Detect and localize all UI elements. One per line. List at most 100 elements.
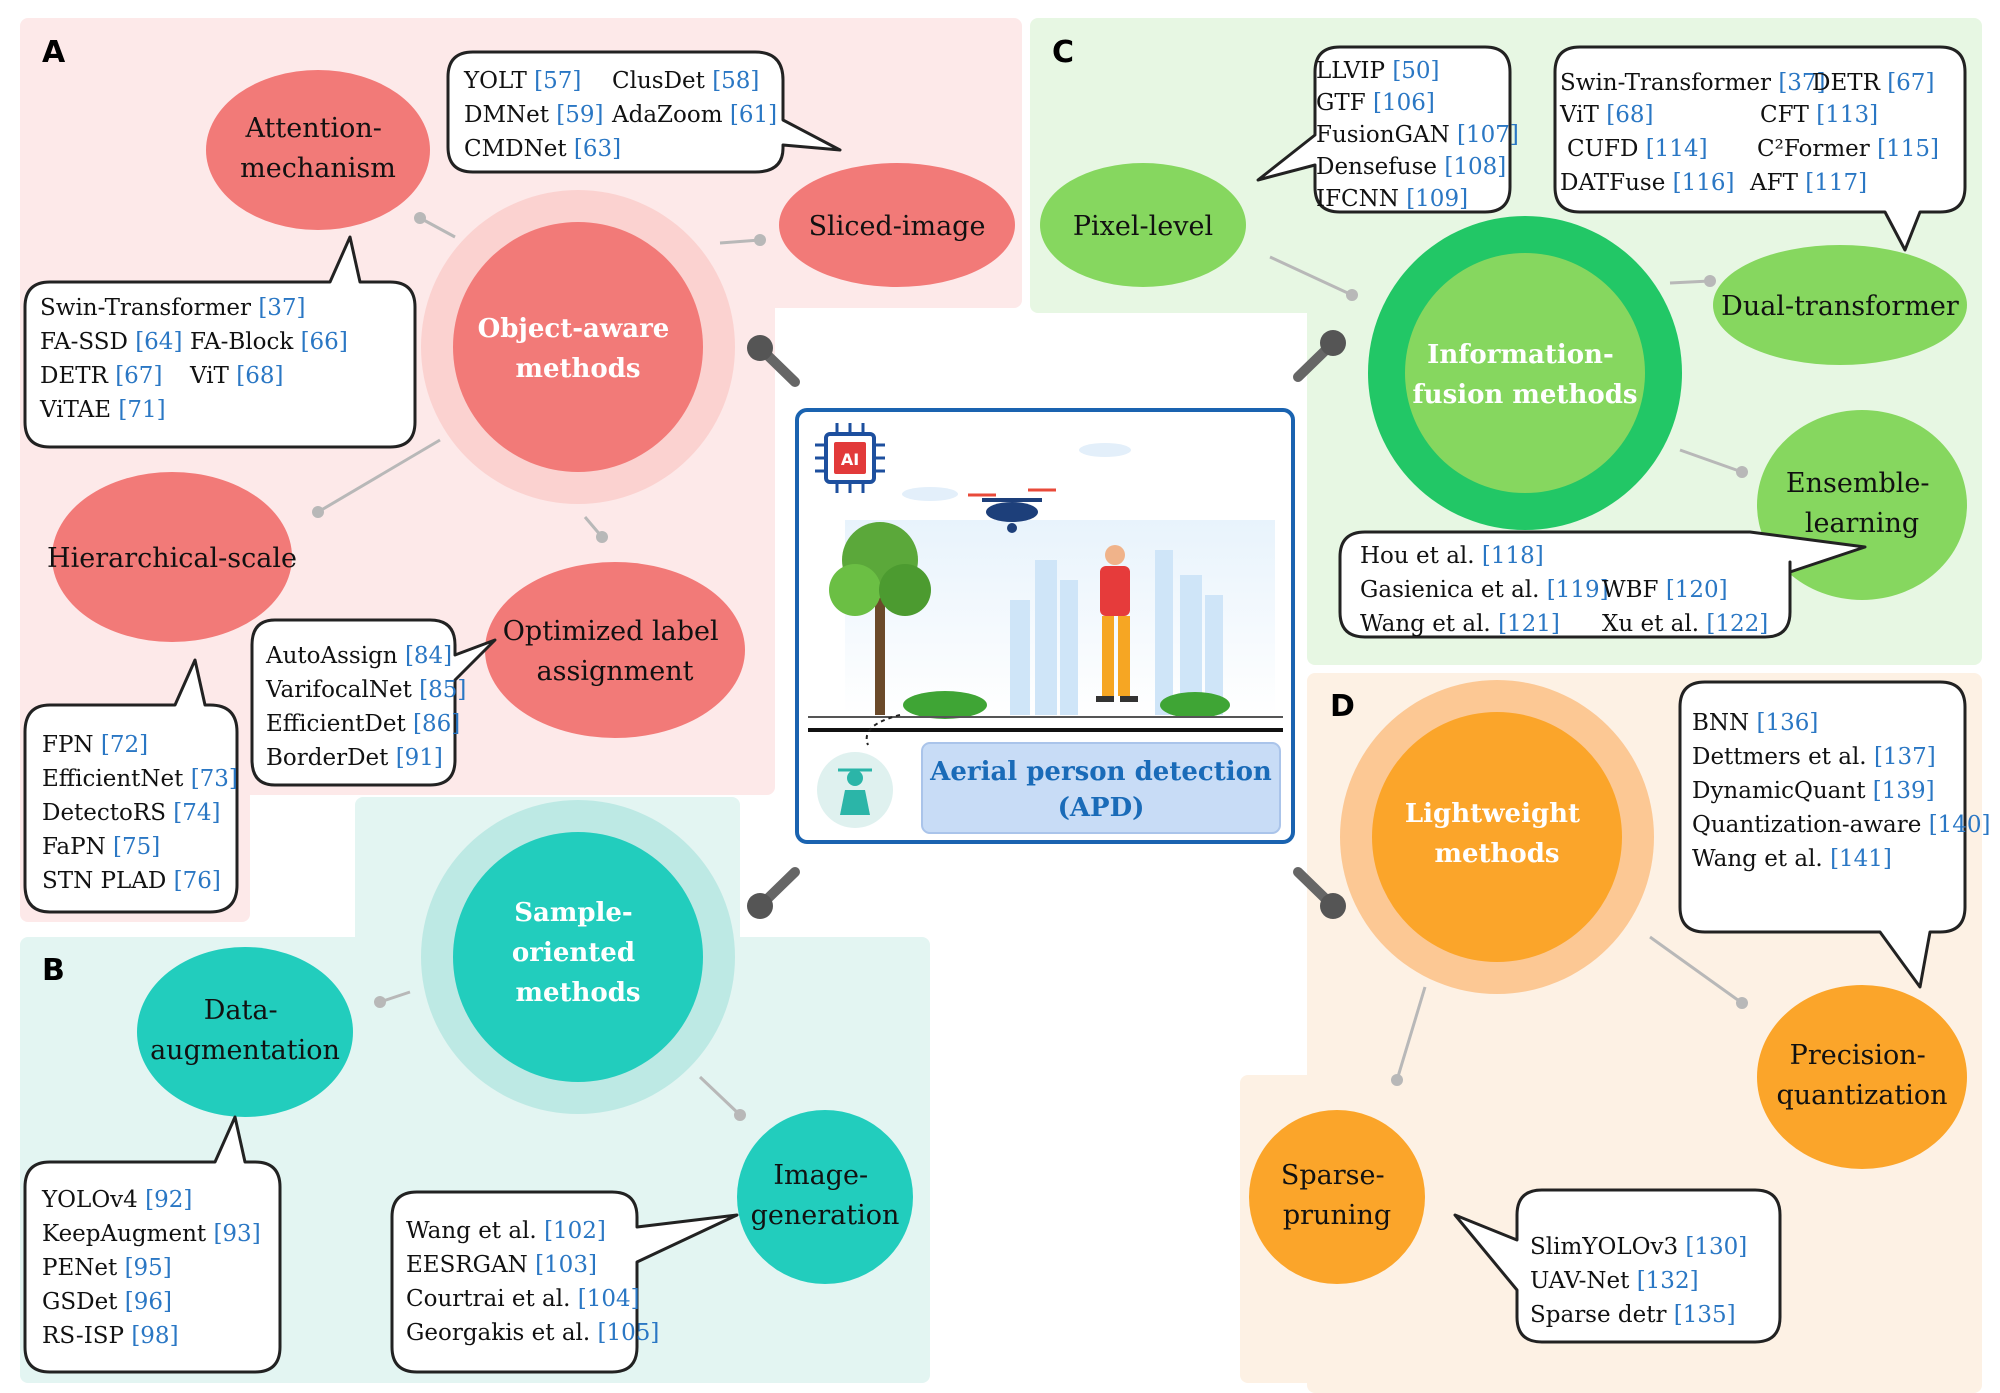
center-apd-card: AI xyxy=(795,408,1295,844)
subtopic-optimized-label-assignment: Optimized label assignment xyxy=(485,562,745,738)
ref-name: VarifocalNet xyxy=(265,677,419,703)
ref-entry-dual: C²Former [115] xyxy=(1757,136,1939,162)
ref-entry-sliced: CMDNet [63] xyxy=(464,136,621,162)
ref-name: BNN xyxy=(1692,710,1756,736)
subtopic-image-generation: Image- generation xyxy=(737,1110,913,1284)
ref-name: SlimYOLOv3 xyxy=(1530,1234,1685,1260)
precision-line1: Precision- xyxy=(1790,1040,1926,1071)
ref-name: EfficientNet xyxy=(42,766,191,792)
ref-entry-pixel: GTF [106] xyxy=(1316,90,1435,116)
ref-name: Gasienica et al. xyxy=(1360,577,1547,603)
dual-label: Dual-transformer xyxy=(1721,291,1959,322)
ref-entry-dual: Swin-Transformer [37] xyxy=(1560,70,1826,96)
ref-name: DETR xyxy=(1812,70,1887,96)
category-lightweight: Lightweight methods xyxy=(1340,680,1654,994)
ref-entry-image_gen: Wang et al. [102] xyxy=(406,1218,606,1244)
subtopic-dual-transformer: Dual-transformer xyxy=(1713,245,1967,365)
svg-text:Attention- mechanism: Attention- mechanism xyxy=(240,113,396,184)
category-object-aware: Object-aware methods xyxy=(421,190,735,504)
drone-scene-illustration xyxy=(808,443,1283,746)
pin-connectors xyxy=(747,330,1346,919)
callout-precision xyxy=(1678,680,1967,989)
ref-entry-sliced: AdaZoom [61] xyxy=(611,102,777,128)
ref-name: FA-Block xyxy=(190,329,301,355)
ref-name: FPN xyxy=(42,732,101,758)
panel-letter-c: C xyxy=(1052,35,1074,70)
ref-number: [109] xyxy=(1406,186,1468,212)
ref-name: ViTAE xyxy=(39,397,118,423)
ref-number: [58] xyxy=(712,68,759,94)
ref-number: [139] xyxy=(1873,778,1935,804)
ref-number: [63] xyxy=(574,136,621,162)
svg-text:Lightweight methods: Lightweight methods xyxy=(1405,799,1589,869)
sliced-label: Sliced-image xyxy=(809,211,986,242)
ref-number: [67] xyxy=(1887,70,1934,96)
ref-number: [57] xyxy=(534,68,581,94)
svg-text:Precision- quantization: Precision- quantization xyxy=(1776,1040,1947,1111)
ref-number: [98] xyxy=(131,1323,178,1349)
optimized-line2: assignment xyxy=(537,656,694,687)
ref-entry-hierarchical: FPN [72] xyxy=(42,732,148,758)
ref-name: DMNet xyxy=(464,102,556,128)
object-aware-line1: Object-aware xyxy=(478,314,670,344)
ref-number: [59] xyxy=(556,102,603,128)
ref-number: [137] xyxy=(1874,744,1936,770)
svg-text:Object-aware methods: Object-aware methods xyxy=(478,314,679,384)
pixel-label: Pixel-level xyxy=(1073,211,1213,242)
ref-entry-ensemble: Wang et al. [121] xyxy=(1360,611,1560,637)
ref-entry-image_gen: EESRGAN [103] xyxy=(406,1252,597,1278)
ref-name: Sparse detr xyxy=(1530,1302,1674,1328)
ref-name: Densefuse xyxy=(1316,154,1444,180)
ref-number: [75] xyxy=(113,834,160,860)
ref-number: [86] xyxy=(413,711,460,737)
ref-entry-data_aug: YOLOv4 [92] xyxy=(41,1187,192,1213)
ref-entry-attention: FA-SSD [64] xyxy=(40,329,182,355)
callout-ensemble xyxy=(1338,530,1867,639)
image-gen-line2: generation xyxy=(751,1200,900,1231)
ref-number: [120] xyxy=(1666,577,1728,603)
ref-number: [68] xyxy=(236,363,283,389)
ref-name: WBF xyxy=(1602,577,1666,603)
ref-entry-ensemble: Hou et al. [118] xyxy=(1360,543,1544,569)
subtopic-ensemble-learning: Ensemble- learning xyxy=(1757,410,1967,600)
ref-name: Swin-Transformer xyxy=(1560,70,1778,96)
ref-name: ClusDet xyxy=(612,68,712,94)
svg-text:Sparse- pruning: Sparse- pruning xyxy=(1281,1160,1393,1231)
ref-number: [140] xyxy=(1929,812,1991,838)
ref-name: GSDet xyxy=(42,1289,125,1315)
optimized-line1: Optimized label xyxy=(503,616,719,647)
ref-entry-image_gen: Georgakis et al. [105] xyxy=(406,1320,659,1346)
ensemble-line1: Ensemble- xyxy=(1786,468,1930,499)
ref-name: CUFD xyxy=(1567,136,1646,162)
ref-entry-attention: Swin-Transformer [37] xyxy=(40,295,306,321)
ref-number: [116] xyxy=(1673,170,1735,196)
ref-number: [68] xyxy=(1606,102,1653,128)
ref-entry-dual: CFT [113] xyxy=(1760,102,1878,128)
person-detection-icon xyxy=(817,752,893,828)
ref-name: Wang et al. xyxy=(1360,611,1498,637)
ref-number: [117] xyxy=(1805,170,1867,196)
ref-entry-precision: Wang et al. [141] xyxy=(1692,846,1892,872)
ref-entry-pixel: LLVIP [50] xyxy=(1316,58,1440,84)
ref-name: GTF xyxy=(1316,90,1373,116)
callout-data-aug xyxy=(23,1115,282,1374)
ref-name: Wang et al. xyxy=(406,1218,544,1244)
ref-entry-sliced: YOLT [57] xyxy=(463,68,581,94)
ref-number: [95] xyxy=(125,1255,172,1281)
ref-name: DetectoRS xyxy=(42,800,173,826)
ref-name: RS-ISP xyxy=(42,1323,131,1349)
connector-dots xyxy=(312,212,1748,1121)
sparse-line1: Sparse- xyxy=(1281,1160,1385,1191)
ref-number: [114] xyxy=(1646,136,1708,162)
svg-text:Data- augmentation: Data- augmentation xyxy=(150,995,340,1066)
svg-text:Sample- oriented m: Sample- oriented methods xyxy=(512,898,644,1008)
ref-entry-precision: Dettmers et al. [137] xyxy=(1692,744,1936,770)
apd-title-line1: Aerial person detection xyxy=(929,757,1272,787)
ref-number: [85] xyxy=(419,677,466,703)
ref-name: Courtrai et al. xyxy=(406,1286,578,1312)
ref-number: [72] xyxy=(101,732,148,758)
ref-number: [76] xyxy=(174,868,221,894)
ref-entry-dual: DETR [67] xyxy=(1812,70,1934,96)
ref-entry-ensemble: Xu et al. [122] xyxy=(1602,611,1768,637)
ref-name: YOLOv4 xyxy=(41,1187,145,1213)
